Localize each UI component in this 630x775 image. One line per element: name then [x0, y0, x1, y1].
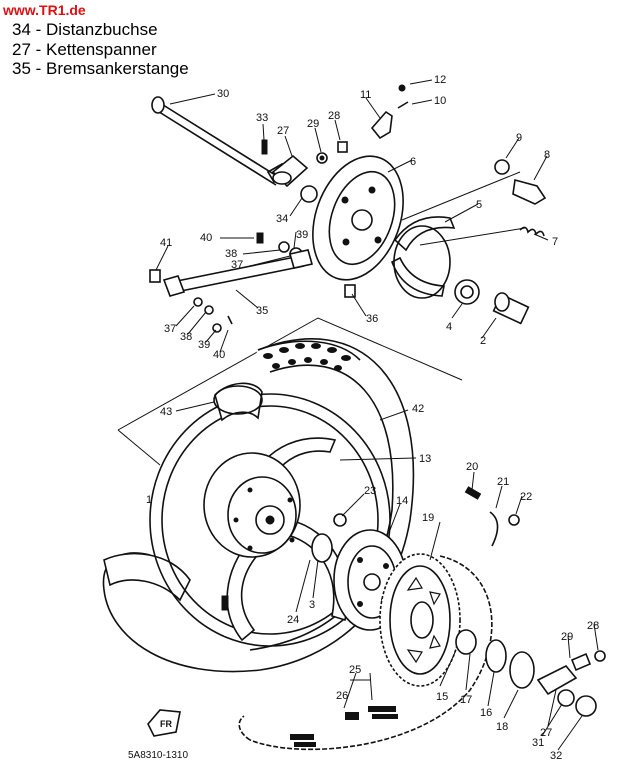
legend-row-distanzbuchse: 34 - Distanzbuchse [12, 20, 158, 39]
callout-15: 15 [436, 691, 448, 703]
sprocket-part [379, 553, 461, 687]
callout-39-top: 39 [296, 229, 308, 241]
callout-10: 10 [434, 95, 446, 107]
legend-row-bremsankerstange: 35 - Bremsankerstange [12, 59, 189, 78]
legend: 34 - Distanzbuchse 27 - Kettenspanner 35… [12, 20, 189, 79]
callout-39-bottom: 39 [198, 339, 210, 351]
callout-20: 20 [466, 461, 478, 473]
callout-9: 9 [516, 132, 522, 144]
callout-31: 31 [532, 737, 544, 749]
callout-41: 41 [160, 237, 172, 249]
callout-16: 16 [480, 707, 492, 719]
callout-6: 6 [410, 156, 416, 168]
callout-8: 8 [544, 149, 550, 161]
callout-37-bottom: 37 [164, 323, 176, 335]
collar-part [492, 292, 530, 325]
callout-26: 26 [336, 690, 348, 702]
callout-37-top: 37 [231, 259, 243, 271]
callout-28: 28 [328, 110, 340, 122]
drive-chain [238, 555, 493, 751]
callout-5: 5 [476, 199, 482, 211]
front-arrow-icon: FR [147, 709, 181, 737]
callout-25: 25 [349, 664, 361, 676]
callout-21: 21 [497, 476, 509, 488]
centre-lines [117, 171, 526, 466]
brake-anchor-rod [162, 249, 314, 297]
callout-38-top: 38 [225, 248, 237, 260]
callout-17: 17 [460, 694, 472, 706]
callout-7: 7 [552, 236, 558, 248]
brake-shoes [390, 216, 456, 299]
callout-42: 42 [412, 403, 424, 415]
callout-labels: 30 33 27 29 28 11 12 10 9 8 6 5 7 4 2 34… [146, 74, 599, 762]
callout-34: 34 [276, 213, 288, 225]
callout-35: 35 [256, 305, 268, 317]
callout-2: 2 [480, 335, 486, 347]
callout-40-bottom: 40 [213, 349, 225, 361]
callout-28-right: 28 [587, 620, 599, 632]
callout-29: 29 [307, 118, 319, 130]
diagram-code: 5A8310-1310 [128, 750, 189, 761]
callout-24: 24 [287, 614, 299, 626]
spring-part [519, 226, 545, 237]
legend-row-kettenspanner: 27 - Kettenspanner [12, 39, 157, 59]
callout-33: 33 [256, 112, 268, 124]
callout-11: 11 [360, 89, 371, 101]
leader-lines [155, 79, 599, 751]
watermark: www.TR1.de [3, 2, 86, 18]
callout-19: 19 [422, 512, 434, 524]
callout-27: 27 [277, 125, 289, 137]
callout-40-top: 40 [200, 232, 212, 244]
callout-29-right: 29 [561, 631, 573, 643]
callout-18: 18 [496, 721, 508, 733]
callout-27-right: 27 [540, 727, 552, 739]
chain-adjuster-group [455, 486, 606, 717]
callout-43: 43 [160, 406, 172, 418]
callout-22: 22 [520, 491, 532, 503]
axle-part [151, 96, 290, 186]
callout-23: 23 [364, 485, 376, 497]
callout-12: 12 [434, 74, 446, 86]
callout-30: 30 [217, 88, 229, 100]
front-marker-label: FR [160, 719, 172, 729]
callout-32: 32 [550, 750, 562, 762]
bearing-part [454, 279, 480, 305]
callout-13: 13 [419, 453, 431, 465]
brake-panel [312, 155, 404, 281]
callout-36: 36 [366, 313, 378, 325]
small-hardware-top [149, 84, 547, 333]
callout-3: 3 [309, 599, 315, 611]
callout-38-bottom: 38 [180, 331, 192, 343]
callout-4: 4 [446, 321, 452, 333]
callout-1: 1 [146, 494, 152, 506]
callout-14: 14 [396, 495, 408, 507]
